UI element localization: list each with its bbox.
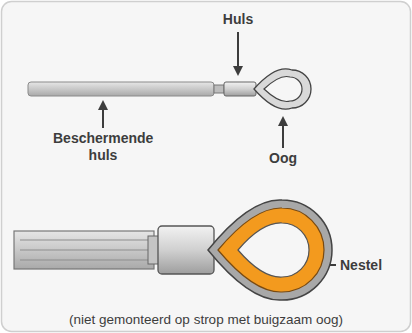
cable: [214, 85, 224, 93]
protective-sleeve: [28, 82, 214, 96]
sleeve: [224, 82, 256, 96]
note-text: (niet gemonteerd op strop met buigzaam o…: [69, 311, 343, 328]
eye-opening: [238, 223, 309, 277]
part-label: Oog: [269, 150, 297, 167]
eye: [254, 69, 311, 109]
cable-strands: [20, 240, 150, 260]
protective-sleeve: [14, 231, 154, 269]
rope-eye: [208, 200, 332, 300]
nestel-thimble: [218, 208, 324, 292]
part-label: Huls: [223, 11, 253, 28]
sleeve: [158, 226, 214, 274]
eye-inner: [264, 77, 302, 102]
part-label: Nestel: [340, 257, 382, 274]
part-label: Beschermende huls: [53, 130, 153, 164]
